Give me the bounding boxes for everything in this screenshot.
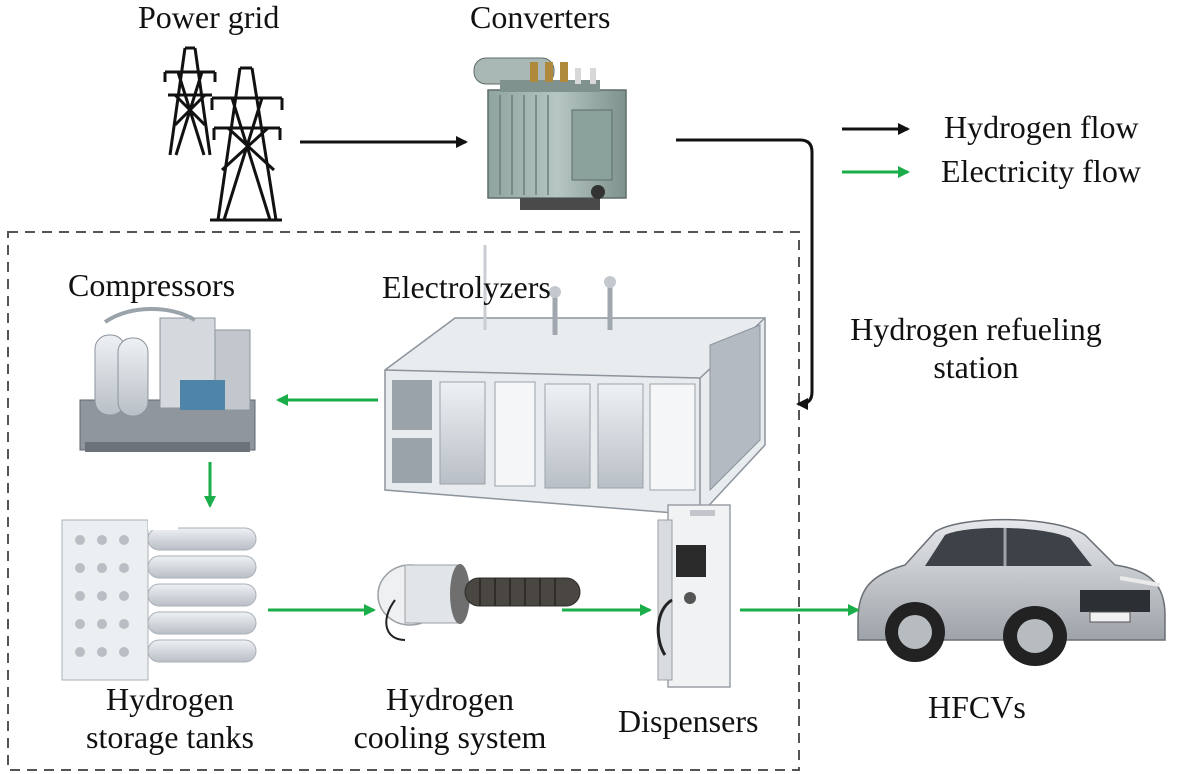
storage-tank-icon	[61, 518, 257, 681]
label-cooling-system: Hydrogen cooling system	[340, 680, 560, 756]
label-storage-tanks: Hydrogen storage tanks	[70, 680, 270, 756]
electrolyzer-container-icon	[384, 245, 766, 516]
car-icon	[857, 518, 1166, 666]
legend-hydrogen-flow-label: Hydrogen flow	[944, 109, 1139, 145]
dispenser-icon	[656, 504, 731, 688]
label-hfcvs: HFCVs	[928, 689, 1026, 725]
label-cooling-system-line2: cooling system	[353, 719, 547, 755]
power-grid-tower-icon	[163, 46, 284, 222]
compressor-icon	[79, 307, 256, 452]
label-refueling-station-line2: station	[933, 349, 1019, 385]
label-storage-tanks-line2: storage tanks	[86, 719, 254, 755]
label-cooling-system-line1: Hydrogen	[386, 681, 514, 717]
label-electrolyzers: Electrolyzers	[382, 269, 551, 305]
label-refueling-station: Hydrogen refueling station	[826, 310, 1126, 386]
cooling-system-icon	[377, 564, 581, 641]
arrow-converter-to-station	[676, 138, 814, 410]
label-converters: Converters	[470, 0, 611, 35]
label-power-grid: Power grid	[138, 0, 280, 35]
label-storage-tanks-line1: Hydrogen	[106, 681, 234, 717]
station-boundary	[7, 231, 800, 771]
legend-electricity-flow-label: Electricity flow	[941, 153, 1141, 189]
label-dispensers: Dispensers	[618, 703, 759, 739]
label-refueling-station-line1: Hydrogen refueling	[850, 311, 1102, 347]
label-compressors: Compressors	[68, 267, 236, 303]
transformer-icon	[473, 57, 627, 210]
